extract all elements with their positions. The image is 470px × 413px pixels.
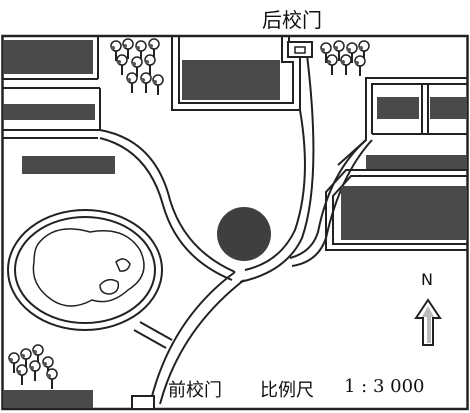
building [3,104,95,120]
building [377,97,419,119]
building [182,60,280,100]
road-edges-left [3,37,101,139]
back-gate-label: 后校门 [262,8,322,32]
building [3,40,93,74]
scale-ratio: 1 : 3 000 [344,376,425,397]
building [22,156,115,174]
building [3,390,93,408]
roads [99,54,373,405]
scale-title: 比例尺 [260,380,314,401]
north-arrow-icon [414,298,442,346]
front-gate-label: 前校门 [168,380,222,401]
lake [32,228,145,307]
building [430,97,467,119]
buildings [3,40,467,408]
building [341,186,467,240]
roundabout [217,207,271,261]
back-gate-marker [287,41,313,58]
building [366,155,467,169]
north-label: N [421,270,433,289]
road-edges-right [325,77,467,251]
front-gate-marker [131,395,155,410]
lake-island [99,278,120,295]
